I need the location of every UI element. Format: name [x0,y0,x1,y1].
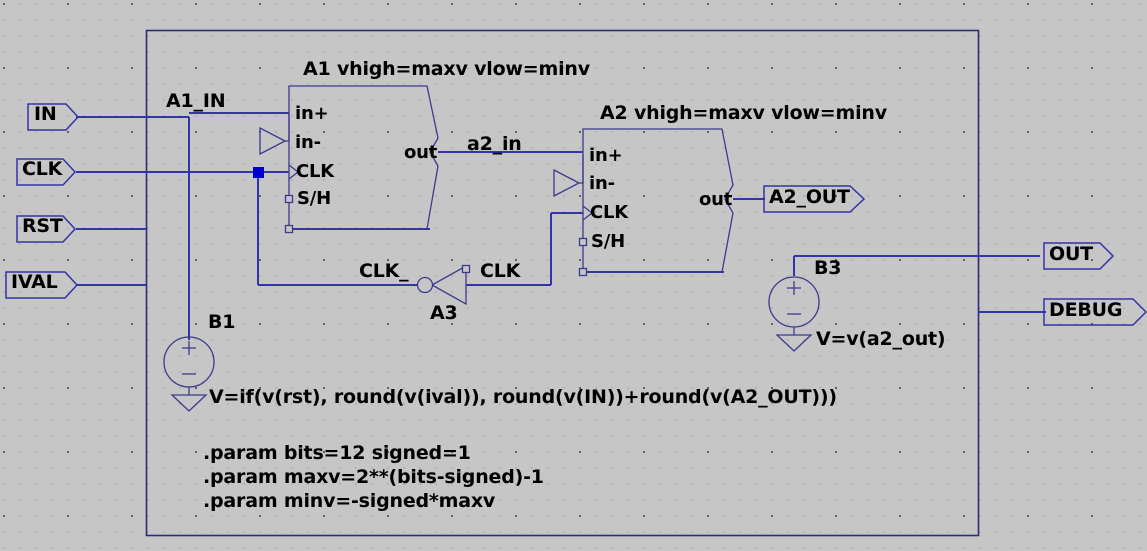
source-b3-expression[interactable]: V=v(a2_out) [816,328,946,350]
port-label-debug[interactable]: DEBUG [1049,299,1123,321]
source-b3-ref[interactable]: B3 [814,257,842,279]
a1-pin-label-clk: CLK [296,161,335,182]
a1-diff-triangle-icon [259,113,290,156]
net-label-clk-bar[interactable]: CLK_ [359,260,409,282]
spice-directive-1[interactable]: .param maxv=2**(bits-signed)-1 [203,466,544,488]
port-label-a2-out[interactable]: A2_OUT [769,186,850,208]
net-label-clk[interactable]: CLK [480,260,521,282]
block-a2-title[interactable]: A2 vhigh=maxv vlow=minv [600,102,887,124]
a1-shb-pin-square [284,224,294,234]
block-a3-ref[interactable]: A3 [430,302,458,324]
a2-pin-label-in-minus: in- [589,173,615,194]
source-b1-symbol[interactable] [163,336,215,412]
a2-pin-label-sh: S/H [591,231,626,252]
net-label-a1-in[interactable]: A1_IN [166,90,226,112]
a2-shb-pin-square [578,267,588,277]
a3-bubble-icon [416,276,434,294]
b3-ground-icon [775,334,813,352]
port-label-out[interactable]: OUT [1049,243,1093,265]
a3-in-pin-square [461,264,471,274]
a2-pin-label-clk: CLK [590,202,629,223]
source-b1-ref[interactable]: B1 [208,311,236,333]
a1-pin-label-in-plus: in+ [295,103,329,124]
block-a3-inverter[interactable] [416,264,471,306]
a1-sh-pin-square [284,194,294,204]
a2-pin-label-in-plus: in+ [589,145,623,166]
a2-pin-label-out: out [699,189,733,210]
port-label-ival[interactable]: IVAL [11,271,58,293]
source-b1-expression[interactable]: V=if(v(rst), round(v(ival)), round(v(IN)… [209,386,837,408]
a1-pin-label-out: out [404,142,438,163]
a1-pin-label-sh: S/H [297,188,332,209]
b1-ground-icon [170,394,208,412]
net-label-a2-in[interactable]: a2_in [467,133,522,155]
spice-directive-2[interactable]: .param minv=-signed*maxv [203,490,496,512]
port-label-clk[interactable]: CLK [22,158,63,180]
junction-dot-clk [253,167,264,178]
a2-diff-triangle-icon [553,155,584,198]
a1-pin-label-in-minus: in- [295,132,321,153]
block-a1-title[interactable]: A1 vhigh=maxv vlow=minv [303,58,590,80]
source-b3-symbol[interactable] [768,276,820,352]
port-label-rst[interactable]: RST [22,215,63,237]
a2-sh-pin-square [578,237,588,247]
spice-directive-0[interactable]: .param bits=12 signed=1 [203,442,471,464]
port-label-in[interactable]: IN [34,103,57,125]
